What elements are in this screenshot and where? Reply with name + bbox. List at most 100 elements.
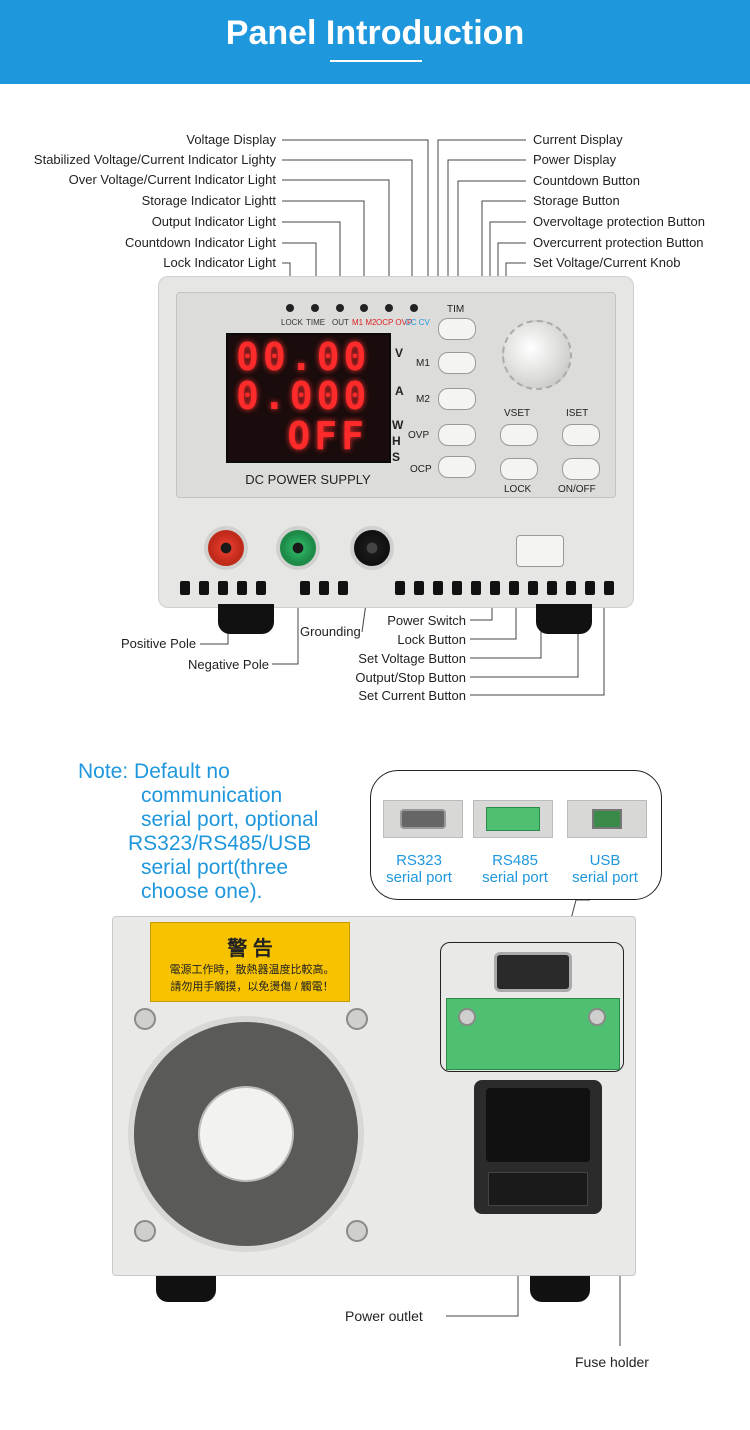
label-countdown-indicator: Countdown Indicator Light — [124, 235, 276, 250]
vset-button[interactable] — [500, 424, 538, 446]
fan-hub — [198, 1086, 294, 1182]
led-display — [226, 333, 391, 463]
onoff-label: ON/OFF — [558, 484, 596, 495]
voltage-readout: 00.00 — [236, 335, 371, 379]
label-storage-button: Storage Button — [533, 193, 620, 208]
label-positive-pole: Positive Pole — [121, 636, 197, 651]
m1-label: M1 — [416, 358, 430, 369]
lock-label: LOCK — [504, 484, 532, 495]
iset-button[interactable] — [562, 424, 600, 446]
header-bar — [0, 0, 750, 84]
vent-slot — [218, 581, 228, 595]
vent-slot — [414, 581, 424, 595]
vent-slot — [180, 581, 190, 595]
note-line-4: RS323/RS485/USB — [128, 832, 312, 855]
indicator-label-out: OUT — [332, 318, 349, 327]
vent-slot — [566, 581, 576, 595]
tim-button[interactable] — [438, 318, 476, 340]
m2-button[interactable] — [438, 388, 476, 410]
ovp-label: OVP — [408, 430, 430, 441]
vent-slot — [490, 581, 500, 595]
indicator-label-ocp-ovp: OCP OVP — [376, 318, 413, 327]
vset-label: VSET — [504, 408, 531, 419]
page-title: Panel Introduction — [225, 14, 525, 52]
m1-button[interactable] — [438, 352, 476, 374]
front-foot-right — [536, 604, 592, 634]
rs323-port-image — [383, 800, 463, 838]
ocp-label: OCP — [410, 464, 432, 475]
negative-terminal — [350, 526, 394, 570]
label-countdown-button: Countdown Button — [533, 173, 640, 188]
unit-v: V — [395, 346, 404, 360]
label-output-stop-button: Output/Stop Button — [355, 670, 466, 685]
vent-slot — [585, 581, 595, 595]
power-switch[interactable] — [516, 535, 564, 567]
indicator-label-cc-cv: CC CV — [405, 318, 430, 327]
lock-button[interactable] — [500, 458, 538, 480]
indicator-label-m: M1 M2 — [352, 318, 377, 327]
label-ocp-button: Overcurrent protection Button — [533, 235, 704, 250]
screw-icon — [134, 1008, 156, 1030]
front-foot-left — [218, 604, 274, 634]
label-power-switch: Power Switch — [387, 613, 466, 628]
vent-slot — [338, 581, 348, 595]
vent-slot — [604, 581, 614, 595]
vent-slot — [237, 581, 247, 595]
device-label: DC POWER SUPPLY — [245, 472, 371, 487]
screw-icon — [346, 1008, 368, 1030]
db9-port — [494, 952, 572, 992]
ocp-ovp-led — [385, 304, 393, 312]
label-fuse-holder: Fuse holder — [575, 1354, 649, 1370]
rear-foot-left — [156, 1276, 216, 1302]
label-ovp-button: Overvoltage protection Button — [533, 214, 705, 229]
unit-w: W — [392, 418, 404, 432]
label-current-display: Current Display — [533, 132, 623, 147]
iset-label: ISET — [566, 408, 589, 419]
unit-a: A — [395, 384, 404, 398]
cc-cv-led — [410, 304, 418, 312]
label-storage-indicator: Storage Indicator Lightt — [141, 193, 276, 208]
vent-slot — [528, 581, 538, 595]
power-readout: OFF — [287, 414, 368, 458]
vent-slot — [471, 581, 481, 595]
out-led — [336, 304, 344, 312]
note-line-3: serial port, optional — [141, 808, 319, 831]
m2-label: M2 — [416, 394, 430, 405]
screw-icon — [588, 1008, 606, 1026]
label-power-outlet: Power outlet — [345, 1308, 423, 1324]
label-negative-pole: Negative Pole — [188, 657, 269, 672]
label-power-display: Power Display — [533, 152, 617, 167]
note-block: Note: Default no communication serial po… — [78, 760, 368, 904]
rear-foot-right — [530, 1276, 590, 1302]
indicator-label-lock: LOCK — [281, 318, 303, 327]
screw-icon — [346, 1220, 368, 1242]
vent-slot — [547, 581, 557, 595]
label-set-knob: Set Voltage/Current Knob — [533, 255, 681, 270]
note-line-6: choose one). — [141, 880, 263, 903]
warning-text: 電源工作時，散熱器温度比較高。 請勿用手觸摸，以免燙傷 / 觸電！ — [169, 964, 335, 993]
lock-led — [286, 304, 294, 312]
ovp-button[interactable] — [438, 424, 476, 446]
note-line-1: Default no — [134, 760, 230, 783]
warning-sticker — [150, 922, 350, 1002]
vent-slot — [509, 581, 519, 595]
label-lock-indicator: Lock Indicator Light — [163, 255, 276, 270]
title-underline — [330, 60, 422, 62]
vent-slot — [256, 581, 266, 595]
note-line-5: serial port(three — [141, 856, 289, 879]
vent-slot — [433, 581, 443, 595]
label-set-voltage-button: Set Voltage Button — [358, 651, 466, 666]
set-knob[interactable] — [502, 320, 572, 390]
ocp-button[interactable] — [438, 456, 476, 478]
tim-label: TIM — [447, 304, 465, 315]
onoff-button[interactable] — [562, 458, 600, 480]
label-over-voltage-indicator: Over Voltage/Current Indicator Light — [68, 172, 276, 187]
socket-inlet — [486, 1088, 590, 1162]
label-grounding: Grounding — [300, 624, 361, 639]
ground-terminal — [276, 526, 320, 570]
indicator-label-time: TIME — [306, 318, 326, 327]
m-led — [360, 304, 368, 312]
label-output-indicator: Output Indicator Light — [151, 214, 276, 229]
